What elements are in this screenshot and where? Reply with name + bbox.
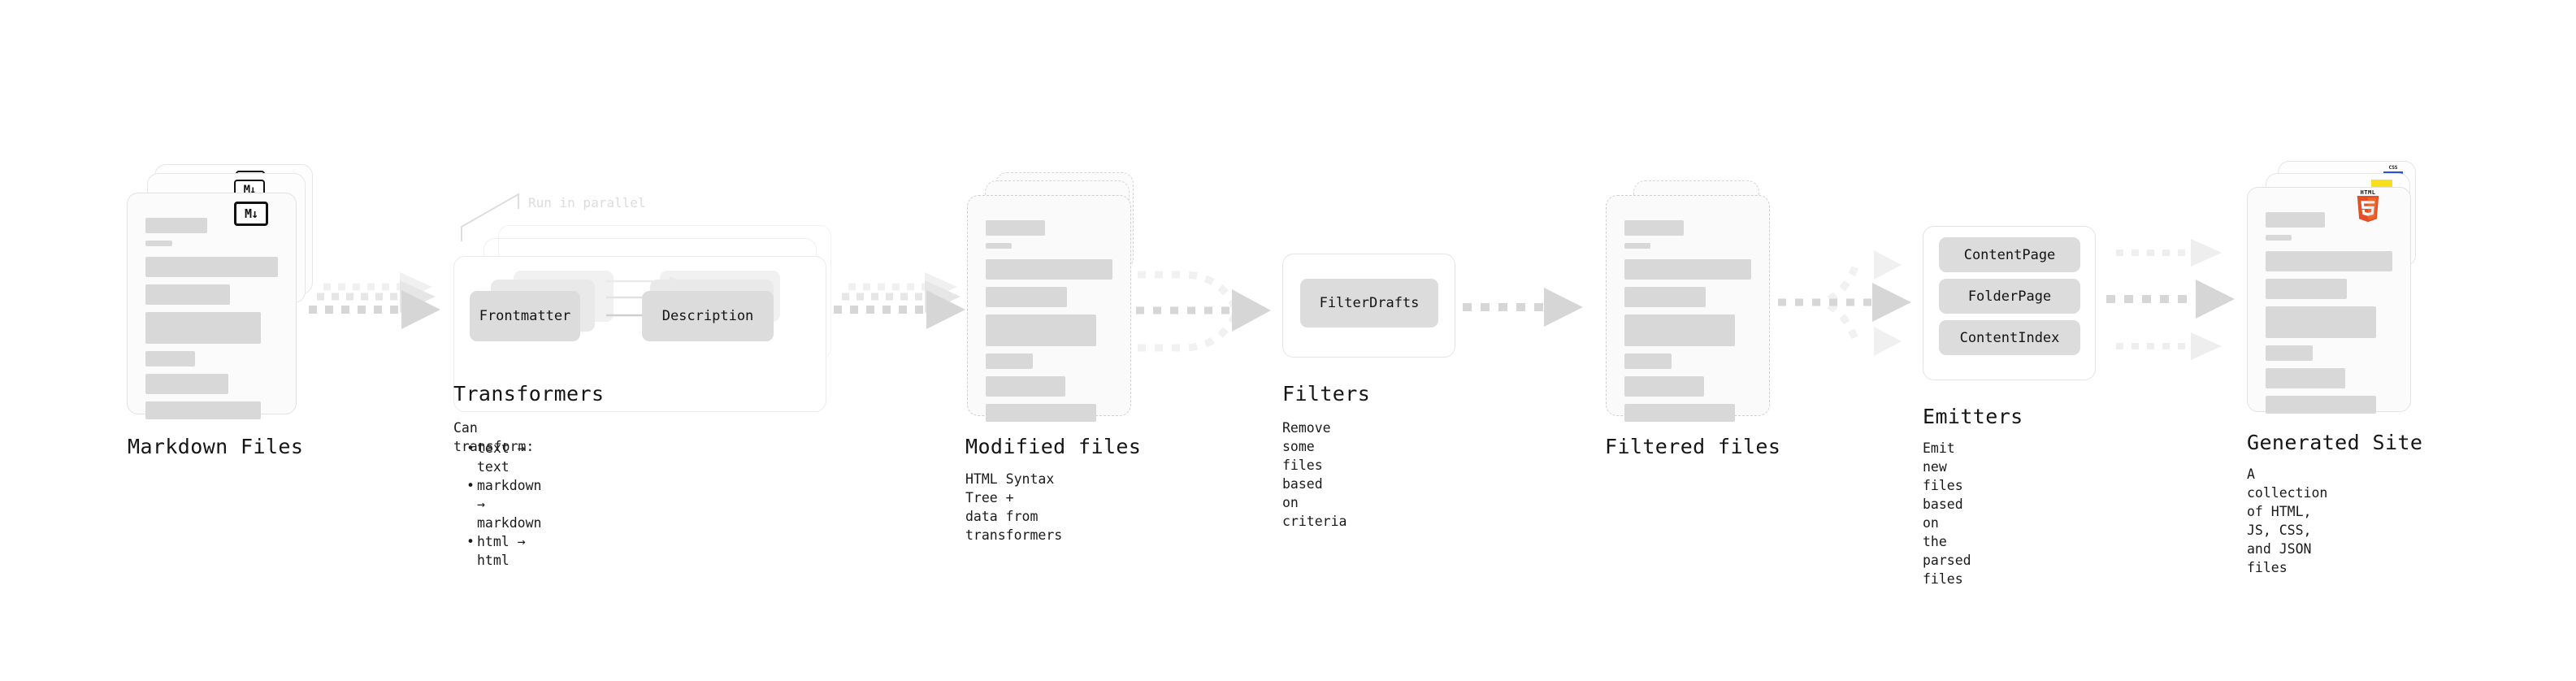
- content-bar: [145, 284, 230, 305]
- stage-caption: Transformers: [453, 382, 605, 406]
- markdown-card-front: [127, 193, 297, 419]
- content-bar: [2266, 212, 2325, 228]
- stage-caption: Filtered files: [1605, 435, 1781, 458]
- content-bar: [2266, 368, 2345, 388]
- content-bar: [1624, 220, 1684, 236]
- content-bar: [145, 374, 229, 394]
- content-bar: [986, 220, 1045, 236]
- arrow-transformers-to-modified: [834, 272, 965, 329]
- content-bar: [986, 376, 1065, 397]
- content-bar: [145, 312, 261, 344]
- content-bar: [145, 351, 196, 367]
- content-bar: [986, 243, 1012, 249]
- stage-caption: Markdown Files: [128, 435, 304, 458]
- content-bar: [1624, 314, 1735, 346]
- content-bar: [2266, 396, 2376, 414]
- list-item: markdown → markdown: [465, 476, 541, 532]
- site-card-front: [2247, 187, 2411, 414]
- transformer-pill-description[interactable]: Description: [642, 291, 774, 341]
- content-bar: [1624, 287, 1706, 307]
- css3-icon-label: CSS: [2388, 165, 2398, 171]
- emitter-pill-folderpage[interactable]: FolderPage: [1939, 279, 2080, 314]
- content-bar: [986, 404, 1096, 422]
- content-bar: [1624, 376, 1704, 397]
- content-bar: [2266, 235, 2292, 241]
- content-bar: [2266, 306, 2376, 338]
- stage-subcaption: Remove some files based on criteria: [1282, 420, 1347, 529]
- filter-pill-filterdrafts[interactable]: FilterDrafts: [1300, 279, 1438, 327]
- modified-card-front: [967, 195, 1131, 422]
- content-bar: [986, 259, 1113, 280]
- markdown-icon: M↓: [234, 202, 268, 226]
- arrow-filters-to-filtered: [1463, 288, 1583, 327]
- list-item: html → html: [465, 532, 541, 570]
- content-bar: [1624, 404, 1735, 422]
- content-bar: [2266, 279, 2347, 299]
- content-bar: [145, 257, 279, 277]
- content-bar: [145, 241, 172, 246]
- stage-subcaption: A collection of HTML, JS, CSS, and JSON …: [2247, 466, 2328, 575]
- content-bar: [145, 218, 207, 233]
- html5-icon: HTML: [2355, 189, 2381, 225]
- content-bar: [986, 314, 1096, 346]
- stage-caption: Generated Site: [2247, 431, 2423, 454]
- content-bar: [1624, 259, 1752, 280]
- arrow-markdown-to-transformers: [309, 272, 440, 329]
- content-bar: [2266, 251, 2393, 271]
- arrow-modified-to-filters: [1136, 271, 1271, 352]
- content-bar: [1624, 354, 1672, 369]
- content-bar: [986, 354, 1034, 369]
- stage-caption: Emitters: [1923, 405, 2023, 428]
- stage-subcaption: HTML Syntax Tree + data from transformer…: [965, 471, 1063, 543]
- content-bar: [2266, 345, 2314, 361]
- arrow-filtered-to-emitters: [1778, 250, 1911, 356]
- content-bar: [1624, 243, 1650, 249]
- content-bar: [145, 401, 261, 419]
- emitter-pill-contentpage[interactable]: ContentPage: [1939, 237, 2080, 272]
- run-in-parallel-bracket: [461, 193, 519, 241]
- run-in-parallel-label: Run in parallel: [528, 195, 646, 210]
- stage-subcaption: Emit new files based on the parsed files: [1923, 440, 1971, 587]
- stage-caption: Modified files: [965, 435, 1142, 458]
- emitter-pill-contentindex[interactable]: ContentIndex: [1939, 320, 2080, 355]
- filtered-card-front: [1606, 195, 1770, 422]
- stage-caption: Filters: [1282, 382, 1371, 406]
- list-item: text → text: [465, 439, 541, 476]
- arrow-emitters-to-site: [2106, 239, 2235, 360]
- transform-list: text → text markdown → markdown html → h…: [465, 439, 541, 570]
- content-bar: [986, 287, 1067, 307]
- transformer-pill-frontmatter[interactable]: Frontmatter: [470, 291, 580, 341]
- html5-icon-label: HTML: [2360, 189, 2376, 196]
